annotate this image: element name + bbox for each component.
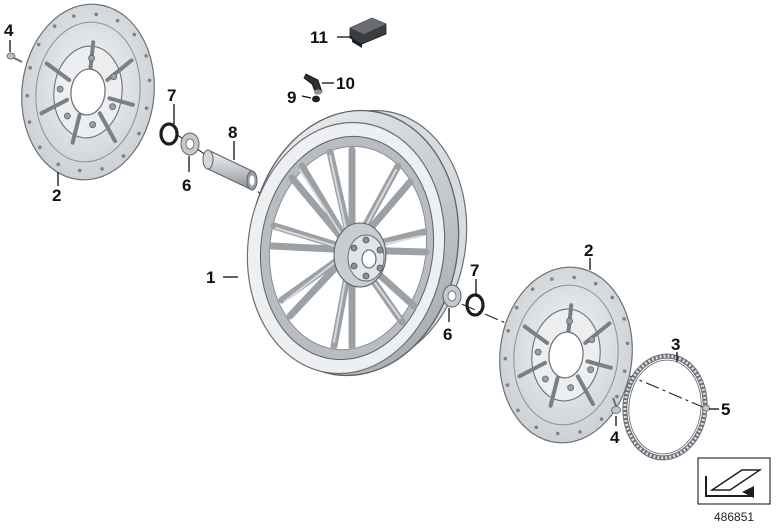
callout-abs-ring: 3 xyxy=(671,335,680,354)
callout-shaft-seal-right: 7 xyxy=(470,261,479,280)
callout-screw-disc-left: 4 xyxy=(4,21,14,40)
callout-bearing-right: 6 xyxy=(443,325,452,344)
tire-valve[interactable] xyxy=(303,73,323,95)
callout-tire-valve: 10 xyxy=(336,74,355,93)
callout-shaft-seal-left: 7 xyxy=(167,86,176,105)
callout-brake-disc-left: 2 xyxy=(52,186,61,205)
callout-wheel: 1 xyxy=(206,268,215,287)
wheel[interactable] xyxy=(231,97,482,389)
shaft-seal-right[interactable] xyxy=(465,293,485,317)
callout-brake-disc-right: 2 xyxy=(584,241,593,260)
callout-bearing-left: 6 xyxy=(182,176,191,195)
bearing-right[interactable] xyxy=(442,284,462,308)
abs-sensor-ring[interactable] xyxy=(620,352,710,462)
callout-tpms-sensor: 11 xyxy=(310,28,328,47)
callout-spacer-sleeve: 8 xyxy=(228,123,237,142)
callout-screw-disc-right: 4 xyxy=(610,428,620,447)
tpms-sensor[interactable] xyxy=(349,17,387,48)
screw-disc-right[interactable] xyxy=(611,397,621,414)
brake-disc-right[interactable] xyxy=(491,261,641,450)
direction-symbol-icon xyxy=(697,457,771,505)
valve-cap[interactable] xyxy=(312,95,320,103)
callout-screw-abs-ring: 5 xyxy=(721,400,730,419)
screw-abs-ring[interactable] xyxy=(702,404,710,412)
shaft-seal-left[interactable] xyxy=(159,122,179,146)
leader-lines xyxy=(9,36,719,426)
screw-disc-left[interactable] xyxy=(6,52,23,63)
bearing-left[interactable] xyxy=(180,132,200,156)
diagram-number: 486851 xyxy=(714,510,755,524)
callout-valve-cap: 9 xyxy=(287,88,296,107)
spacer-sleeve[interactable] xyxy=(202,149,258,191)
brake-disc-left[interactable] xyxy=(13,0,163,186)
